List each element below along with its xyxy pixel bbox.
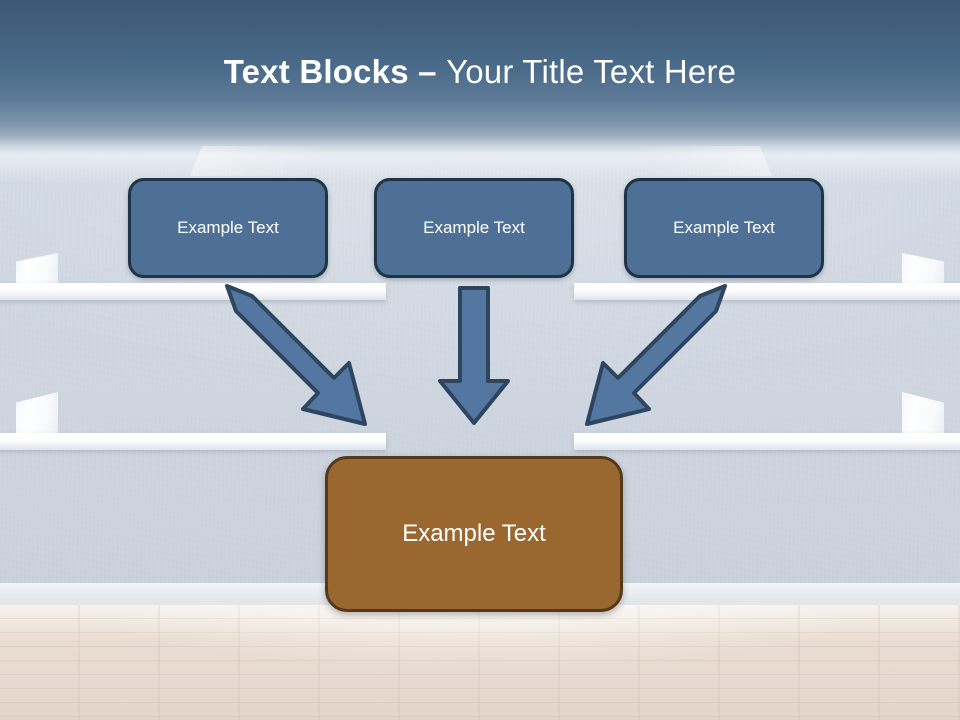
shelf-lower-right (574, 392, 960, 450)
header-banner (0, 0, 960, 152)
shelf-plank (574, 283, 960, 300)
text-block-2-label: Example Text (423, 218, 525, 237)
shelf-plank (0, 433, 386, 450)
text-block-result-label: Example Text (402, 520, 546, 547)
shelf-plank (0, 283, 386, 300)
text-block-3-label: Example Text (673, 218, 775, 237)
text-block-3[interactable]: Example Text (624, 178, 824, 278)
page-title: Text Blocks – Your Title Text Here (0, 52, 960, 92)
shelf-plank (574, 433, 960, 450)
text-block-1-label: Example Text (177, 218, 279, 237)
text-block-1[interactable]: Example Text (128, 178, 328, 278)
floor (0, 605, 960, 720)
ceiling-bevel-right (639, 146, 773, 176)
page-title-light: Your Title Text Here (446, 53, 737, 90)
page-title-dash: – (408, 53, 447, 90)
text-block-result[interactable]: Example Text (325, 456, 623, 612)
ceiling-bevel-left (189, 146, 323, 176)
text-block-2[interactable]: Example Text (374, 178, 574, 278)
floor-sheen (0, 605, 960, 720)
ceiling-glow (0, 138, 960, 184)
shelf-lower-left (0, 392, 386, 450)
page-title-bold: Text Blocks (223, 53, 409, 90)
